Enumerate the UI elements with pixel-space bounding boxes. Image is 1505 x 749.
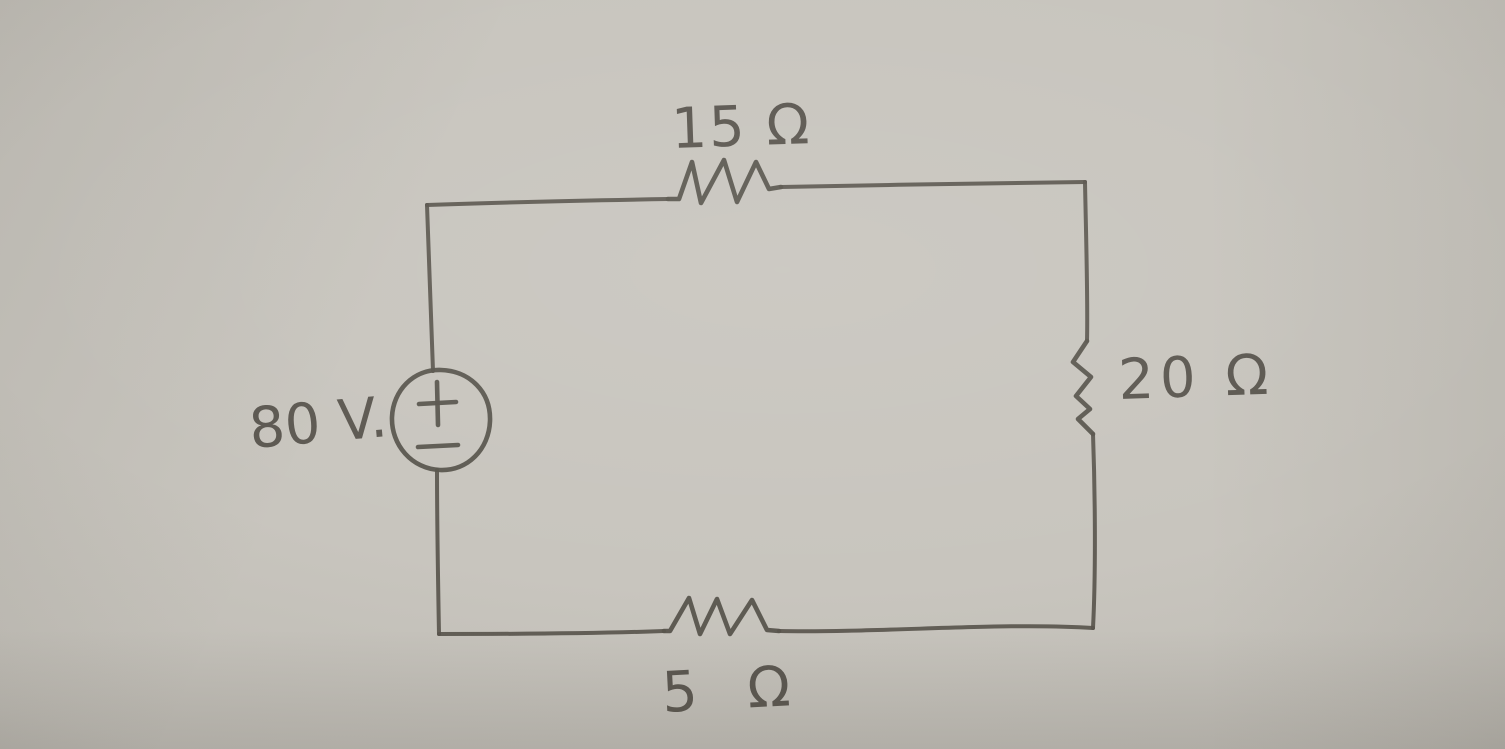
right-wire-top-segment (1083, 180, 1090, 343)
top-wire-right-segment (779, 180, 1087, 189)
resistor-right-zigzag (1070, 338, 1096, 437)
right-wire-bottom-segment (1091, 432, 1097, 630)
circuit-loop (425, 157, 1097, 637)
voltage-source-circle (389, 367, 493, 473)
resistor-top (425, 157, 1087, 207)
plus-terminal-icon (416, 379, 459, 428)
left-wire-top-segment (425, 203, 435, 373)
resistor-top-zigzag (665, 157, 784, 206)
voltage-source-label: 80 V. (247, 385, 390, 462)
resistor-bottom-zigzag (661, 595, 782, 637)
bottom-wire-right-segment (777, 624, 1095, 634)
plus-vertical-stroke (434, 379, 441, 428)
bottom-wire-left-segment (437, 629, 666, 636)
top-wire-left-segment (425, 197, 670, 207)
resistor-bottom-label: 5 Ω (660, 654, 807, 726)
voltage-source (389, 367, 493, 473)
resistor-top-label: 15 Ω (670, 92, 812, 162)
resistor-bottom (437, 595, 1095, 637)
left-wire-bottom-segment (435, 468, 441, 636)
minus-terminal-icon (415, 442, 461, 450)
resistor-right (1070, 180, 1097, 630)
resistor-right-label: 20 Ω (1117, 343, 1275, 413)
